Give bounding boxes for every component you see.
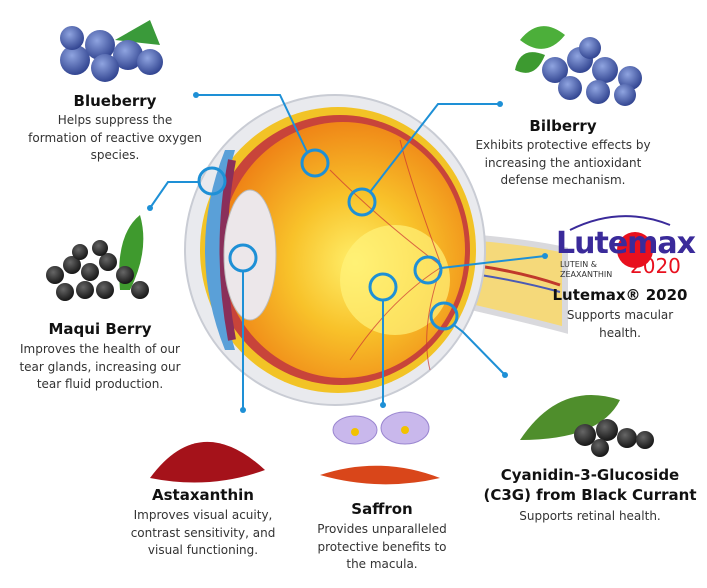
logo-sub1: LUTEIN &	[560, 260, 597, 269]
blueberry-image	[60, 20, 163, 82]
bilberry-image	[515, 26, 642, 106]
lutemax-logo-sub: LUTEIN &ZEAXANTHIN	[560, 260, 612, 280]
maqui-berry-desc: Improves the health of our tear glands, i…	[0, 341, 200, 394]
bilberry-title: Bilberry	[529, 117, 597, 135]
desc-line: visual functioning.	[147, 543, 259, 557]
desc-line: contrast sensitivity, and	[130, 525, 276, 540]
desc-line: Supports macular	[566, 308, 674, 322]
lutemax-logo-year: 2020	[630, 254, 681, 278]
maqui-berry-image	[46, 215, 149, 301]
lutemax-desc: Supports macular health.	[520, 307, 707, 342]
astaxanthin-powder-image	[150, 441, 265, 483]
desc-line: Improves visual acuity,	[133, 508, 273, 522]
desc-line: tear fluid production.	[36, 377, 164, 391]
desc-line: Improves the health of our	[20, 342, 180, 356]
saffron-desc: Provides unparalleled protective benefits…	[282, 521, 482, 574]
lutemax-logo-brand: Lutemax	[556, 226, 696, 261]
desc-line: Provides unparalleled	[317, 522, 447, 536]
lens	[223, 189, 277, 321]
logo-sub2: ZEAXANTHIN	[560, 270, 613, 279]
desc-line: formation of reactive oxygen	[28, 130, 202, 145]
blueberry-title: Blueberry	[73, 92, 157, 110]
desc-line: Exhibits protective effects by	[475, 138, 651, 152]
desc-line: protective benefits to	[317, 539, 447, 554]
desc-line: tear glands, increasing our	[19, 359, 181, 374]
title-line: (C3G) from Black Currant	[483, 486, 697, 504]
astaxanthin-title: Astaxanthin	[152, 486, 254, 504]
saffron-image	[320, 411, 440, 485]
desc-line: increasing the antioxidant	[484, 155, 642, 170]
saffron-title: Saffron	[351, 500, 413, 518]
maqui-berry-title: Maqui Berry	[48, 320, 152, 338]
lutemax-logo	[569, 215, 671, 268]
desc-line: the macula.	[346, 557, 418, 571]
desc-line: Helps suppress the	[57, 113, 173, 127]
astaxanthin-desc: Improves visual acuity, contrast sensitiv…	[103, 507, 303, 560]
c3g-desc: Supports retinal health.	[519, 509, 661, 523]
black-currant-image	[520, 395, 654, 457]
desc-line: species.	[90, 148, 140, 162]
desc-line: health.	[599, 325, 641, 340]
lutemax-title: Lutemax® 2020	[552, 286, 688, 304]
desc-line: defense mechanism.	[500, 173, 626, 187]
title-line: Cyanidin-3-Glucoside	[500, 466, 680, 484]
c3g-title: Cyanidin-3-Glucoside (C3G) from Black Cur…	[470, 465, 707, 505]
blueberry-desc: Helps suppress the formation of reactive …	[15, 112, 215, 165]
callout-lines	[149, 94, 546, 410]
bilberry-desc: Exhibits protective effects by increasing…	[463, 137, 663, 190]
